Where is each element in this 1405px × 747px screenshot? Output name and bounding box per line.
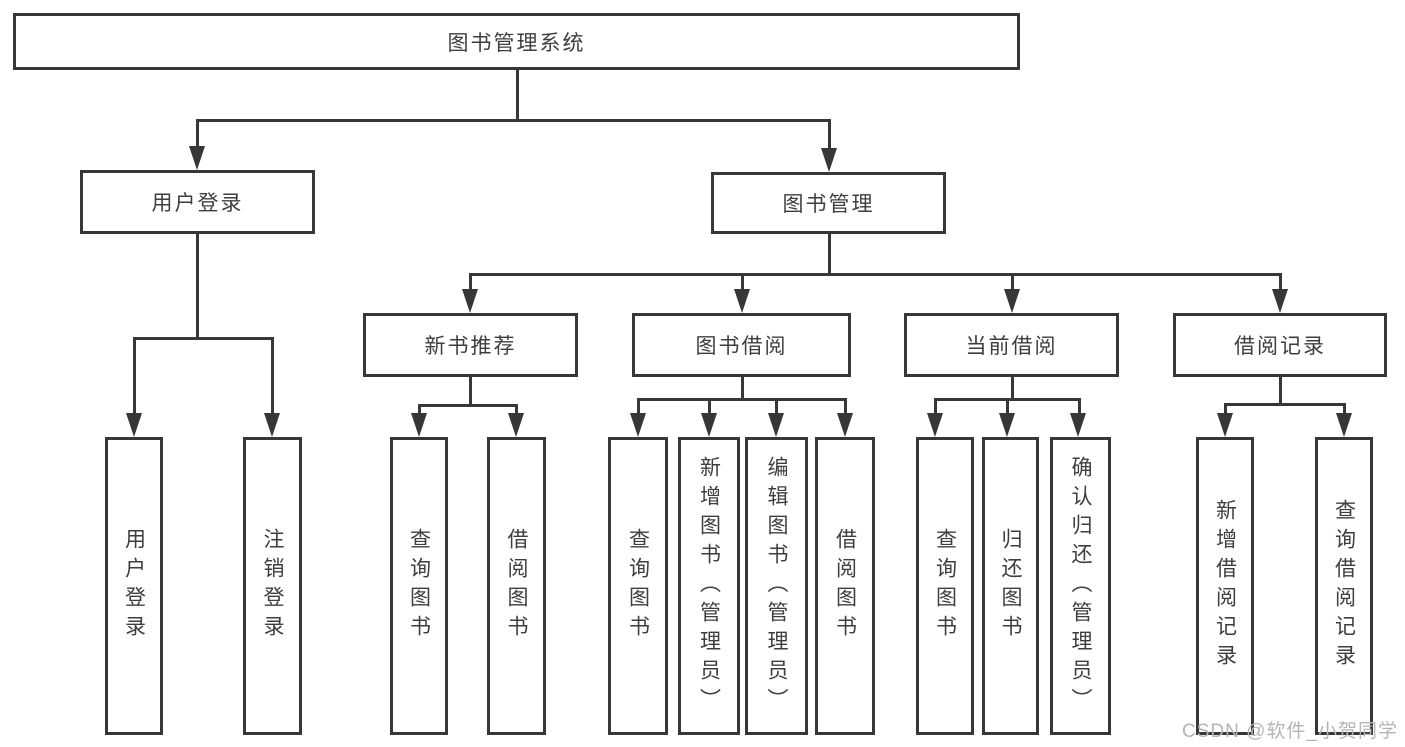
node-label: 编辑图书（管理员）	[765, 455, 788, 717]
connector-line	[1011, 377, 1014, 398]
connector-line	[469, 273, 472, 290]
leaf-confirm-return-admin: 确认归还（管理员）	[1050, 437, 1111, 735]
node-label: 注销登录	[261, 528, 284, 644]
connector-line	[708, 398, 711, 414]
node-label: 查询图书	[626, 528, 650, 644]
connector-line	[741, 273, 744, 290]
connector-line	[741, 377, 744, 398]
leaf-borrow-books: 借阅图书	[815, 437, 875, 735]
connector-line	[637, 398, 640, 414]
connector-line	[1078, 398, 1081, 414]
connector-line	[469, 377, 472, 404]
connector-line	[934, 398, 937, 414]
node-label: 新增图书（管理员）	[697, 455, 721, 717]
node-label: 查询借阅记录	[1332, 499, 1356, 673]
arrow-down-icon	[126, 413, 142, 437]
arrow-down-icon	[999, 413, 1015, 437]
arrow-down-icon	[411, 413, 427, 437]
leaf-add-books-admin: 新增图书（管理员）	[678, 437, 740, 735]
connector-line	[1011, 273, 1014, 290]
node-label: 归还图书	[999, 528, 1022, 644]
arrow-down-icon	[734, 289, 750, 313]
leaf-borrow-query-books: 查询图书	[608, 437, 668, 735]
connector-line	[1279, 273, 1282, 290]
node-label: 图书借阅	[695, 335, 788, 358]
arrow-down-icon	[189, 146, 205, 170]
arrow-down-icon	[508, 413, 524, 437]
arrow-down-icon	[927, 413, 943, 437]
arrow-down-icon	[821, 148, 837, 172]
node-label: 新书推荐	[424, 335, 517, 358]
node-label: 查询图书	[407, 528, 431, 644]
connector-line	[637, 398, 847, 401]
connector-line	[1224, 403, 1227, 414]
leaf-recommend-query-books: 查询图书	[390, 437, 448, 735]
connector-line	[828, 234, 831, 273]
node-label: 当前借阅	[965, 335, 1058, 358]
connector-line	[418, 404, 421, 414]
connector-line	[196, 234, 199, 337]
arrow-down-icon	[1336, 413, 1352, 437]
node-label: 用户登录	[151, 192, 244, 215]
node-current-borrow: 当前借阅	[904, 313, 1119, 377]
node-label: 用户登录	[122, 528, 146, 644]
node-label: 查询图书	[933, 528, 957, 644]
connector-line	[775, 398, 778, 414]
connector-line	[828, 119, 831, 149]
leaf-current-query-books: 查询图书	[916, 437, 974, 735]
arrow-down-icon	[837, 413, 853, 437]
connector-line	[196, 119, 199, 147]
connector-line	[516, 70, 519, 119]
connector-line	[418, 404, 518, 407]
node-book-borrow: 图书借阅	[632, 313, 851, 377]
connector-line	[133, 337, 136, 414]
connector-line	[1279, 377, 1282, 403]
arrow-down-icon	[701, 413, 717, 437]
csdn-watermark: CSDN @软件_小贺同学	[1182, 721, 1398, 742]
arrow-down-icon	[462, 289, 478, 313]
arrow-down-icon	[768, 413, 784, 437]
arrow-down-icon	[1070, 413, 1086, 437]
node-label: 借阅图书	[833, 528, 857, 644]
node-label: 新增借阅记录	[1213, 499, 1237, 673]
leaf-query-borrow-record: 查询借阅记录	[1315, 437, 1373, 735]
node-user-login: 用户登录	[80, 170, 315, 234]
connector-line	[515, 404, 518, 414]
connector-line	[1006, 398, 1009, 414]
leaf-add-borrow-record: 新增借阅记录	[1196, 437, 1254, 735]
node-label: 图书管理系统	[447, 31, 586, 55]
node-label: 借阅图书	[505, 528, 528, 644]
arrow-down-icon	[264, 413, 280, 437]
leaf-return-books: 归还图书	[982, 437, 1039, 735]
node-book-management: 图书管理	[711, 172, 946, 234]
connector-line	[844, 398, 847, 414]
connector-line	[271, 337, 274, 414]
connector-line	[196, 119, 831, 122]
leaf-edit-books-admin: 编辑图书（管理员）	[745, 437, 808, 735]
leaf-recommend-borrow-books: 借阅图书	[487, 437, 546, 735]
connector-line	[1224, 403, 1346, 406]
arrow-down-icon	[630, 413, 646, 437]
arrow-down-icon	[1004, 289, 1020, 313]
leaf-logout: 注销登录	[243, 437, 302, 735]
node-label: 借阅记录	[1234, 335, 1326, 358]
connector-line	[469, 273, 1282, 276]
node-label: 图书管理	[782, 193, 875, 216]
connector-line	[133, 337, 274, 340]
leaf-user-login: 用户登录	[105, 437, 163, 735]
connector-line	[1343, 403, 1346, 414]
arrow-down-icon	[1272, 289, 1288, 313]
node-root: 图书管理系统	[13, 13, 1020, 70]
node-borrow-records: 借阅记录	[1173, 313, 1387, 377]
node-label: 确认归还（管理员）	[1069, 455, 1092, 717]
node-new-book-recommend: 新书推荐	[363, 313, 578, 377]
arrow-down-icon	[1217, 413, 1233, 437]
